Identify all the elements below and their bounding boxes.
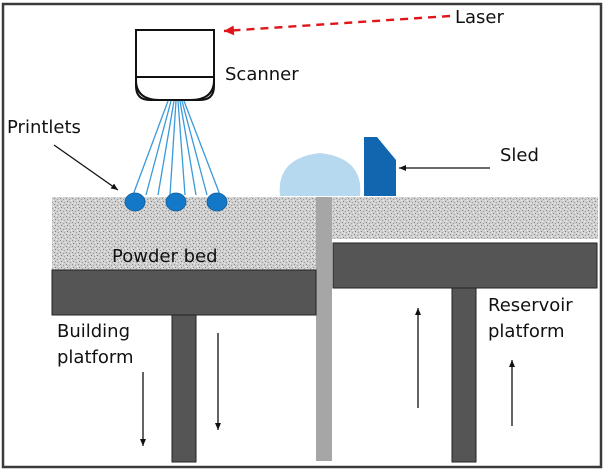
- building-platform-piston: [171, 314, 197, 463]
- powder-bed-left: [52, 197, 316, 271]
- building-platform-label-line1: Building: [57, 321, 130, 342]
- laser-arrow: [223, 14, 451, 36]
- printlet: [124, 192, 146, 212]
- laser-label: Laser: [455, 7, 505, 28]
- sled-icon: [364, 137, 396, 196]
- powder-bed-right: [332, 197, 598, 239]
- printlet: [165, 192, 187, 212]
- sled-label: Sled: [500, 145, 539, 166]
- reservoir-platform-plate: [332, 242, 598, 289]
- reservoir-platform-piston: [451, 287, 477, 463]
- laser-beams: [132, 100, 221, 196]
- divider-wall: [316, 197, 332, 461]
- scanner-icon: [135, 29, 215, 101]
- building-platform-plate: [51, 269, 317, 316]
- powder-mound: [279, 153, 361, 196]
- reservoir-platform-label-line2: platform: [488, 321, 564, 342]
- powder-bed-label: Powder bed: [112, 246, 218, 267]
- reservoir-platform-label-line1: Reservoir: [488, 295, 573, 316]
- printlets-pointer: [53, 144, 119, 191]
- printlets-label: Printlets: [7, 117, 81, 138]
- printlet: [206, 192, 228, 212]
- building-platform-label-line2: platform: [57, 347, 133, 368]
- scanner-label: Scanner: [225, 64, 299, 85]
